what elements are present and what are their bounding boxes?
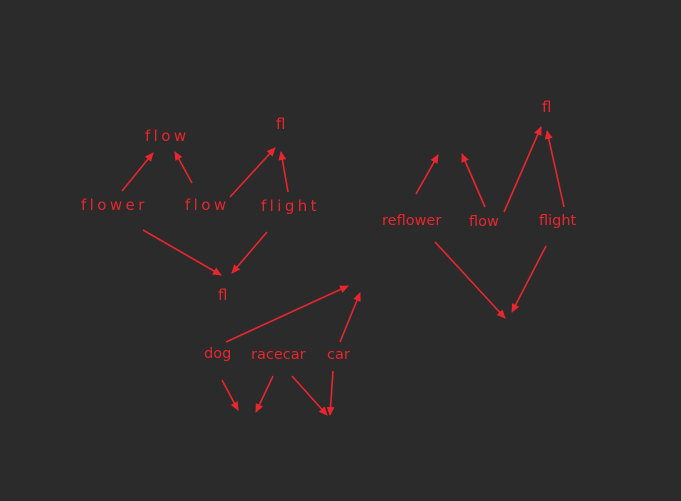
arrow-racecar-down-right: [291, 375, 328, 416]
word-racecar: racecar: [251, 347, 306, 363]
arrow-flow-to-flow: [174, 151, 193, 184]
word-flower: flower: [81, 196, 148, 214]
arrow-car-down: [326, 370, 335, 416]
arrow-flight-to-fl: [544, 130, 565, 208]
arrow-car-up: [339, 292, 361, 343]
arrow-flower-to-flow: [121, 152, 154, 192]
word-flow-right: flow: [469, 214, 499, 230]
arrow-flow-to-fl: [503, 126, 542, 213]
arrow-dog-up: [225, 285, 349, 343]
arrow-dog-down: [221, 379, 239, 411]
word-flight-right: flight: [539, 213, 577, 229]
word-dog: dog: [204, 346, 232, 362]
arrow-flow-to-fl: [229, 147, 276, 198]
word-flight: flight: [261, 197, 320, 215]
arrow-flower-to-bottom-fl: [142, 229, 222, 276]
arrow-racecar-down-left: [255, 375, 274, 413]
word-fl-bottom: fl: [218, 286, 228, 304]
word-fl-top-right: fl: [542, 98, 552, 116]
word-car: car: [327, 347, 350, 363]
word-flow-top: flow: [145, 127, 190, 145]
arrow-flight-to-fl: [278, 151, 289, 193]
word-fl-top: fl: [276, 115, 286, 133]
word-reflower: reflower: [382, 213, 442, 229]
arrow-reflower-up: [415, 154, 439, 195]
arrow-flight-down: [511, 245, 547, 313]
arrow-reflower-down: [434, 241, 506, 319]
arrow-flight-to-bottom-fl: [231, 231, 268, 274]
arrow-flow-up: [461, 153, 486, 208]
word-flow: flow: [185, 196, 230, 214]
